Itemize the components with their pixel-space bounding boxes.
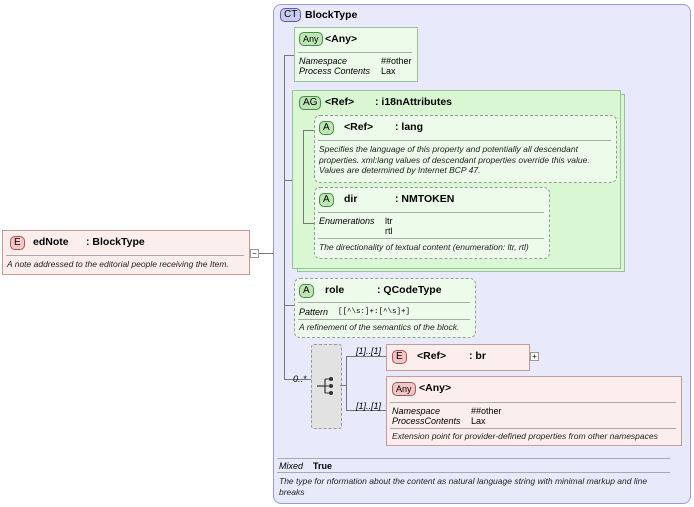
- any-namespace-label: Namespace: [299, 56, 348, 66]
- complex-type-name: BlockType: [305, 9, 358, 21]
- dir-enum-value-rtl: rtl: [385, 226, 393, 236]
- dir-enum-value-ltr: ltr: [385, 216, 393, 226]
- ednote-description: A note addressed to the editorial people…: [7, 259, 229, 269]
- any-namespace-value: ##other: [381, 56, 412, 66]
- dir-type: : NMTOKEN: [395, 193, 455, 205]
- lang-ref: <Ref>: [344, 121, 374, 133]
- lang-attribute-box[interactable]: A <Ref> : lang Specifies the language of…: [314, 115, 617, 183]
- role-pattern-value: [[^\s:]+:[^\s]+]: [338, 308, 411, 316]
- mixed-value: True: [313, 461, 333, 471]
- br-ref: <Ref>: [417, 350, 447, 362]
- role-attribute-box[interactable]: A role : QCodeType Pattern [[^\s:]+:[^\s…: [294, 278, 476, 338]
- role-description: A refinement of the semantics of the blo…: [299, 322, 460, 332]
- br-multiplicity: [1]..[1]: [356, 346, 382, 356]
- role-type: : QCodeType: [377, 284, 442, 296]
- any-element-description: Extension point for provider-defined pro…: [392, 431, 658, 441]
- ednote-element-box[interactable]: E edNote : BlockType A note addressed to…: [2, 230, 250, 275]
- br-name: : br: [469, 350, 486, 362]
- attribute-badge-icon: A: [319, 193, 334, 207]
- br-expand-toggle[interactable]: +: [530, 352, 539, 361]
- any-element-process-value: Lax: [471, 416, 486, 426]
- ednote-name: edNote: [33, 236, 69, 248]
- attribute-badge-icon: A: [299, 284, 314, 298]
- any-element-namespace-value: ##other: [471, 406, 502, 416]
- dir-name: dir: [344, 193, 358, 205]
- sequence-compositor[interactable]: [311, 344, 342, 429]
- any-element-multiplicity: [1]..[1]: [356, 401, 382, 411]
- role-pattern-label: Pattern: [299, 307, 329, 317]
- any-badge-icon: Any: [392, 382, 416, 396]
- any-element-box[interactable]: Any <Any> Namespace ##other ProcessConte…: [386, 376, 682, 446]
- any-attribute-name: <Any>: [325, 33, 358, 45]
- complex-type-badge-icon: CT: [280, 8, 302, 22]
- attribute-group-name: : i18nAttributes: [375, 96, 453, 108]
- element-badge-icon: E: [10, 236, 25, 250]
- attribute-group-badge-icon: AG: [299, 96, 322, 110]
- sequence-icon: [317, 377, 333, 395]
- role-name: role: [325, 284, 345, 296]
- dir-description: The directionality of textual content (e…: [319, 242, 529, 252]
- ednote-type: : BlockType: [86, 236, 145, 248]
- dir-enum-label: Enumerations: [319, 216, 375, 226]
- attribute-group-ref: <Ref>: [325, 96, 355, 108]
- lang-name: : lang: [395, 121, 423, 133]
- complex-type-description: The type for nformation about the conten…: [279, 476, 648, 497]
- any-attribute-box[interactable]: Any <Any> Namespace ##other Process Cont…: [294, 27, 418, 82]
- lang-description: Specifies the language of this property …: [319, 144, 590, 175]
- sequence-multiplicity: 0..*: [293, 374, 307, 384]
- element-badge-icon: E: [392, 350, 407, 364]
- any-element-namespace-label: Namespace: [392, 406, 441, 416]
- any-element-process-label: ProcessContents: [392, 416, 461, 426]
- mixed-label: Mixed: [279, 461, 304, 471]
- any-badge-icon: Any: [299, 32, 323, 46]
- attribute-badge-icon: A: [319, 121, 334, 135]
- ednote-collapse-toggle[interactable]: −: [250, 249, 259, 258]
- any-element-name: <Any>: [419, 382, 452, 394]
- dir-attribute-box[interactable]: A dir : NMTOKEN Enumerations ltr rtl The…: [314, 187, 550, 259]
- any-process-value: Lax: [381, 66, 396, 76]
- br-element-box[interactable]: E <Ref> : br: [386, 344, 530, 371]
- any-process-label: Process Contents: [299, 66, 371, 76]
